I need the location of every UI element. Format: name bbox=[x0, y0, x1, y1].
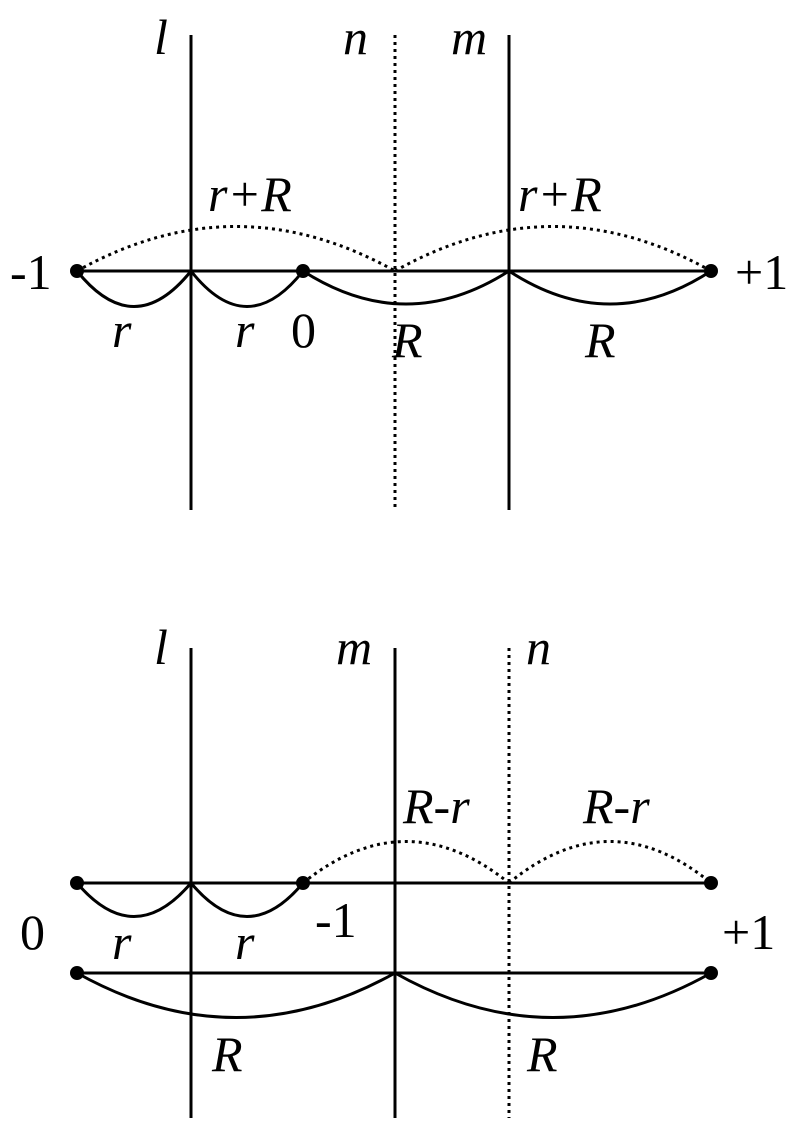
bottom-label-arc-Rr2: R-r bbox=[582, 778, 650, 834]
bottom-arc-r2 bbox=[189, 882, 305, 918]
bottom-label-point-mid: -1 bbox=[315, 892, 357, 948]
top-arc-rR1 bbox=[76, 225, 396, 273]
bottom-arc-r1 bbox=[75, 882, 193, 918]
bottom-arc-R1 bbox=[76, 971, 396, 1019]
top-label-point-mid: 0 bbox=[291, 302, 316, 358]
bottom-label-l: l bbox=[154, 619, 168, 675]
top-arc-r2 bbox=[189, 270, 305, 308]
top-label-arc-rR1: r+R bbox=[208, 166, 292, 222]
top-arc-R2 bbox=[508, 269, 712, 306]
bottom-label-arc-Rr1: R-r bbox=[402, 778, 470, 834]
top-label-arc-rR2: r+R bbox=[518, 166, 602, 222]
bottom-point-upper-left bbox=[70, 876, 84, 890]
bottom-arc-R2 bbox=[394, 971, 712, 1019]
top-label-arc-r2: r bbox=[235, 302, 255, 358]
bottom-label-arc-r1: r bbox=[112, 914, 132, 970]
bottom-label-point-right: +1 bbox=[722, 904, 775, 960]
top-arc-R1 bbox=[302, 269, 510, 306]
top-point-right bbox=[704, 264, 718, 278]
bottom-label-arc-R1: R bbox=[211, 1026, 243, 1082]
top-label-l: l bbox=[154, 9, 168, 65]
bottom-label-n: n bbox=[526, 619, 551, 675]
bottom-point-upper-right bbox=[704, 876, 718, 890]
bottom-point-lower-right bbox=[704, 966, 718, 980]
bottom-label-arc-r2: r bbox=[235, 914, 255, 970]
top-figure: l n m -1 0 +1 r r R R r+R r+R bbox=[10, 9, 788, 510]
bottom-figure: l m n 0 -1 +1 r r R R R-r R-r bbox=[20, 619, 775, 1118]
top-label-m: m bbox=[451, 9, 487, 65]
top-label-point-left: -1 bbox=[10, 244, 52, 300]
top-label-n: n bbox=[343, 9, 368, 65]
top-label-arc-r1: r bbox=[112, 302, 132, 358]
top-label-arc-R1: R bbox=[391, 312, 423, 368]
top-point-mid bbox=[296, 264, 310, 278]
top-point-left bbox=[70, 264, 84, 278]
bottom-point-lower-left bbox=[70, 966, 84, 980]
bottom-arc-Rr2 bbox=[508, 840, 712, 885]
top-arc-r1 bbox=[75, 270, 193, 308]
bottom-point-upper-mid bbox=[296, 876, 310, 890]
bottom-arc-Rr1 bbox=[302, 840, 510, 885]
bottom-label-m: m bbox=[336, 619, 372, 675]
bottom-label-point-left: 0 bbox=[20, 904, 45, 960]
bottom-label-arc-R2: R bbox=[526, 1026, 558, 1082]
top-label-point-right: +1 bbox=[735, 244, 788, 300]
top-arc-rR2 bbox=[394, 225, 712, 273]
top-label-arc-R2: R bbox=[584, 312, 616, 368]
